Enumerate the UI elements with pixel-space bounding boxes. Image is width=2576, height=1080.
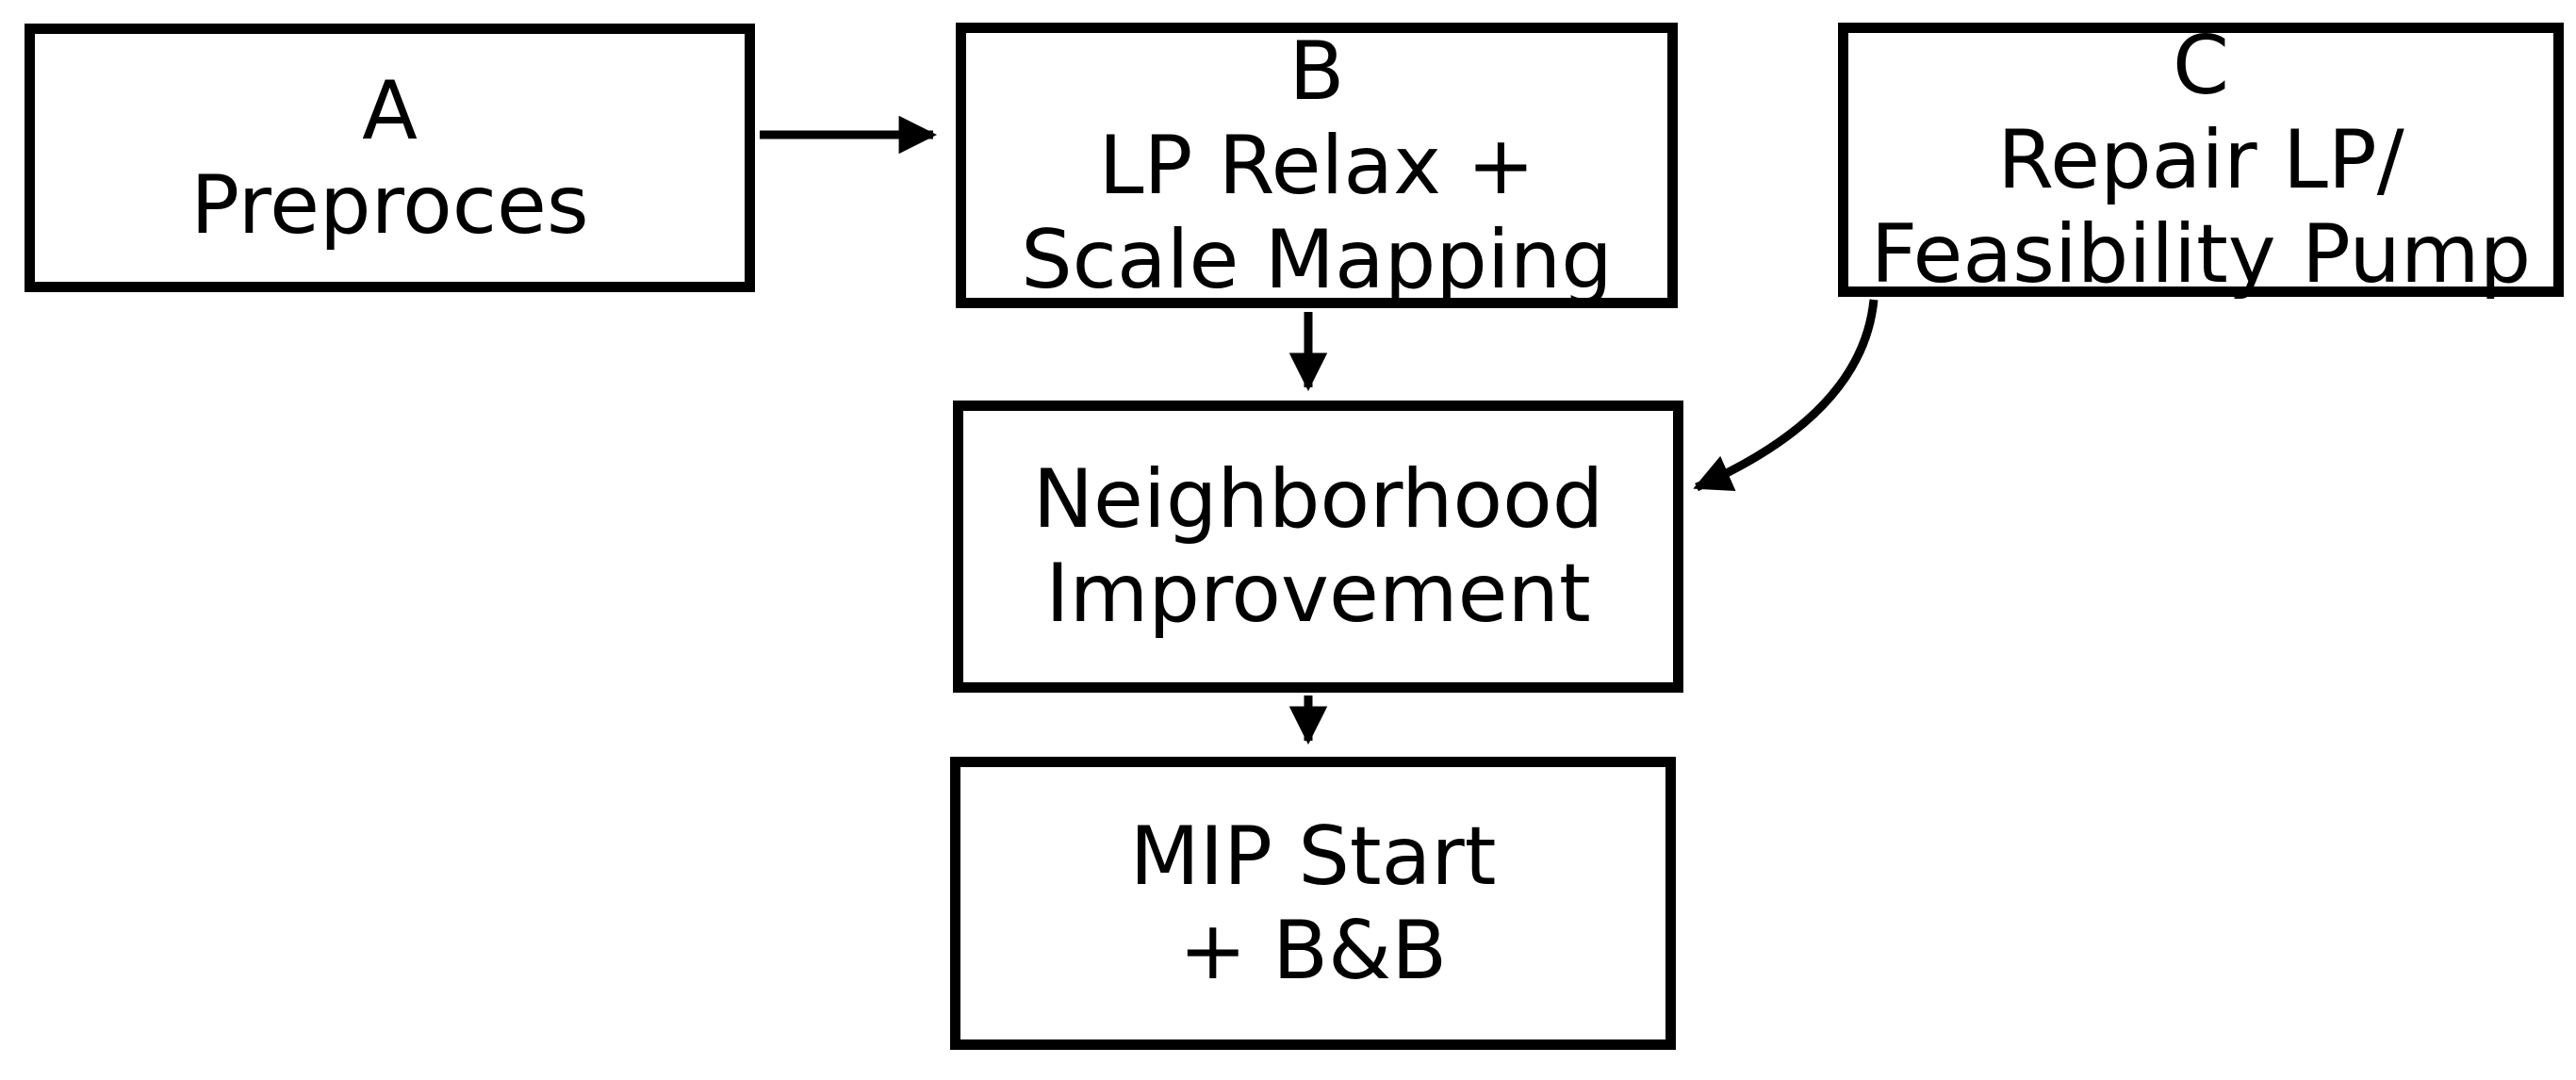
node-label-line: Neighborhood [1032,452,1604,547]
node-label-line: B [1288,24,1345,119]
node-label-line: C [2172,18,2230,113]
node-label-line: Feasibility Pump [1870,206,2532,302]
node-label-line: Improvement [1045,547,1591,641]
node-label-line: Repair LP/ [1997,112,2404,207]
node-neighborhood-improvement: Neighborhood Improvement [953,401,1683,693]
node-label-line: MIP Start [1129,809,1497,904]
node-repair-lp-feasibility-pump: C Repair LP/ Feasibility Pump [1838,19,2564,302]
node-label-line: Scale Mapping [1021,212,1613,307]
node-preprocess: A Preproces [25,24,755,292]
node-label-line: A [362,63,418,158]
edge-c-to-neighborhood-arrow [1693,299,1879,492]
node-lp-relax-scale-mapping: B LP Relax + Scale Mapping [956,23,1678,308]
node-label-line: LP Relax + [1098,118,1535,213]
node-label-line: Preproces [190,157,589,253]
node-label-line: + B&B [1178,903,1448,998]
node-mip-start-bb: MIP Start + B&B [950,757,1676,1050]
